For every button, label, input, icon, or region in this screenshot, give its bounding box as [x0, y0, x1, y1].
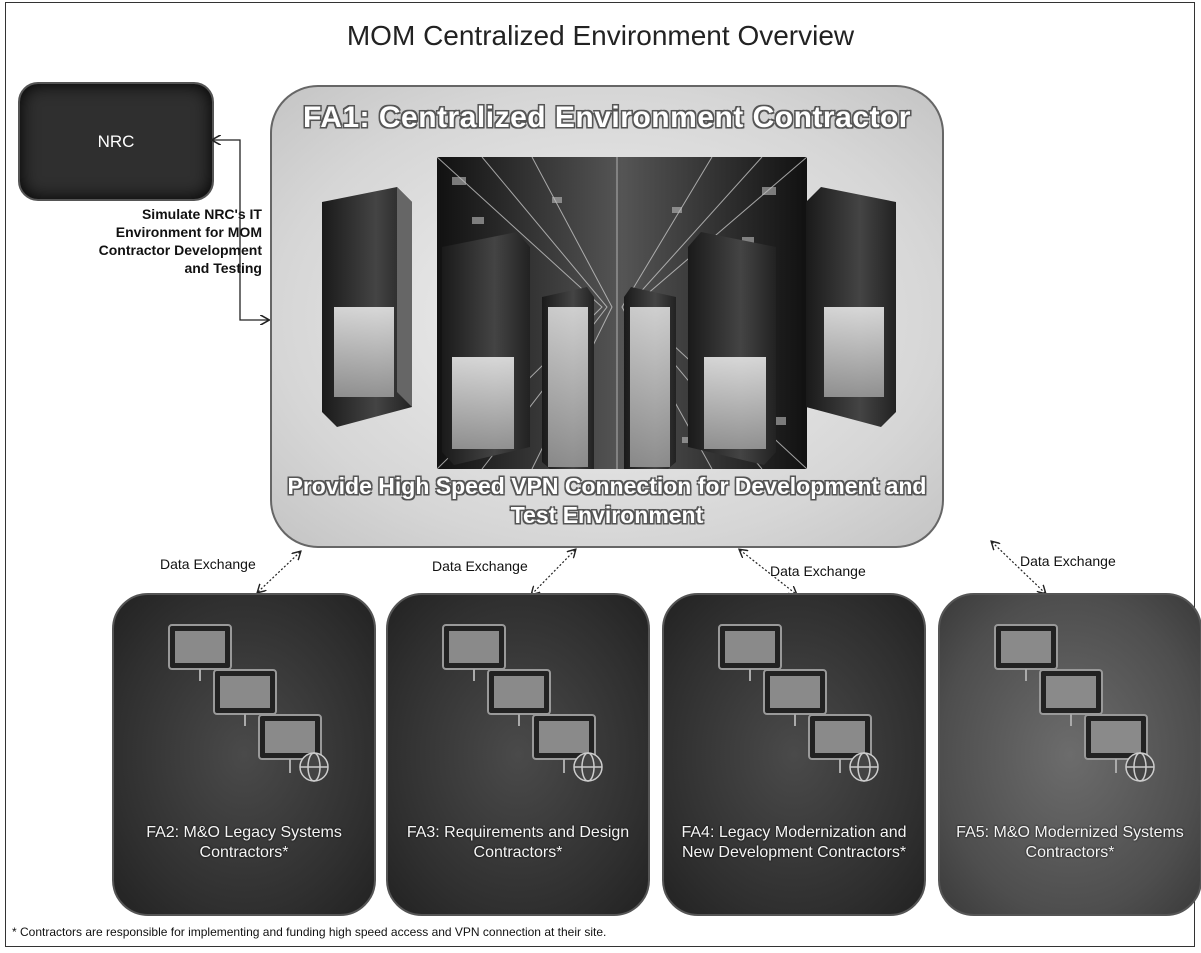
globe-icon — [299, 752, 329, 782]
fa2-label: FA2: M&O Legacy Systems Contractors* — [146, 824, 342, 861]
fa2-box: FA2: M&O Legacy Systems Contractors* — [112, 593, 376, 916]
globe-icon — [573, 752, 603, 782]
server-left-2 — [442, 232, 530, 465]
fa4-label: FA4: Legacy Modernization and New Develo… — [681, 824, 907, 861]
fa5-label: FA5: M&O Modernized Systems Contractors* — [956, 824, 1184, 861]
server-left-1 — [322, 187, 412, 427]
fa1-title: FA1: Centralized Environment Contractor — [303, 101, 911, 134]
fa3-box: FA3: Requirements and Design Contractors… — [386, 593, 650, 916]
computer-monitors-icon — [994, 624, 1155, 782]
data-exchange-label-fa2: Data Exchange — [160, 556, 256, 572]
server-right-3 — [624, 287, 676, 469]
diagram-frame — [5, 2, 1195, 947]
nrc-note: Simulate NRC's IT Environment for MOM Co… — [98, 206, 262, 276]
computer-monitors-icon — [442, 624, 603, 782]
diagram-title: MOM Centralized Environment Overview — [346, 20, 855, 51]
computer-monitors-icon — [168, 624, 329, 782]
server-tunnel-illustration — [322, 157, 896, 469]
server-left-3 — [542, 287, 594, 469]
fa4-box: FA4: Legacy Modernization and New Develo… — [662, 593, 926, 916]
data-exchange-label-fa3: Data Exchange — [432, 558, 528, 574]
globe-icon — [849, 752, 879, 782]
data-exchange-label-fa4: Data Exchange — [770, 563, 866, 579]
footnote: * Contractors are responsible for implem… — [12, 925, 607, 939]
fa1-subtitle: Provide High Speed VPN Connection for De… — [287, 473, 927, 528]
fa3-label: FA3: Requirements and Design Contractors… — [406, 824, 630, 861]
nrc-label: NRC — [97, 131, 135, 151]
computer-monitors-icon — [718, 624, 879, 782]
server-right-2 — [688, 232, 776, 465]
fa1-box: FA1: Centralized Environment Contractor — [270, 85, 944, 548]
globe-icon — [1125, 752, 1155, 782]
server-right-1 — [806, 187, 896, 427]
nrc-box: NRC — [18, 82, 214, 201]
fa5-box: FA5: M&O Modernized Systems Contractors* — [938, 593, 1201, 916]
data-exchange-label-fa5: Data Exchange — [1020, 553, 1116, 569]
